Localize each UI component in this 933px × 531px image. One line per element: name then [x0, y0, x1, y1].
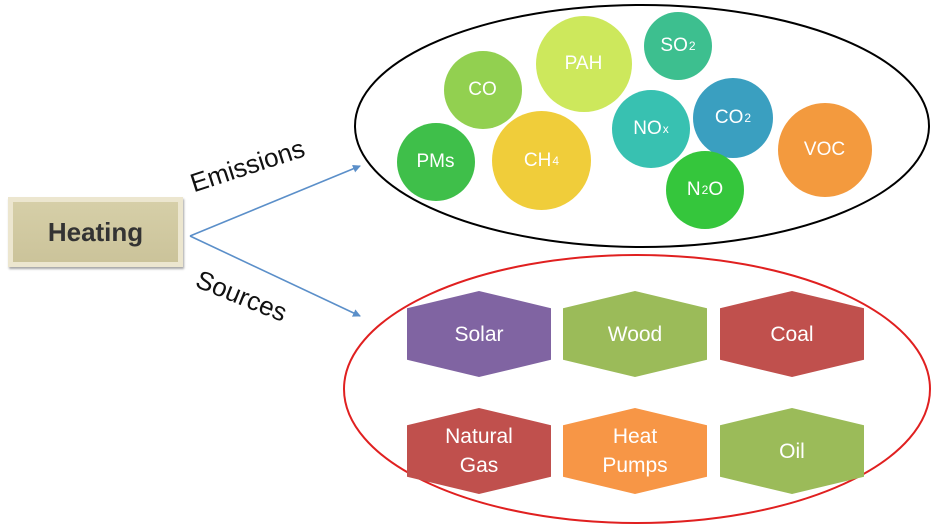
emission-subscript: 2: [744, 111, 752, 125]
source-hex-heat-pumps: Heat Pumps: [563, 408, 707, 494]
emission-circle-co: CO: [444, 51, 522, 129]
source-hex-wood: Wood: [563, 291, 707, 377]
emission-label: CO: [468, 79, 497, 100]
source-hex-solar: Solar: [407, 291, 551, 377]
emission-subscript: 4: [552, 153, 560, 168]
emission-subscript: x: [662, 122, 669, 136]
source-hex-coal: Coal: [720, 291, 864, 377]
emission-label: NO: [633, 118, 662, 139]
source-label: Coal: [770, 322, 814, 346]
emission-label: PMs: [416, 151, 455, 172]
source-label: Natural Gas: [445, 425, 513, 477]
emission-label-tail: O: [708, 179, 724, 200]
emissions-arrow: [189, 164, 361, 237]
sources-arrow: [189, 235, 361, 317]
emission-circle-pah: PAH: [536, 16, 632, 112]
emission-label: CH: [523, 149, 552, 171]
source-label: Wood: [607, 322, 663, 346]
emission-circle-pms: PMs: [397, 123, 475, 201]
emission-label: VOC: [803, 139, 846, 160]
emission-subscript: 2: [688, 39, 696, 53]
heating-label: Heating: [47, 216, 144, 247]
emission-label: CO: [714, 107, 744, 128]
heating-node: Heating: [8, 197, 183, 267]
emission-subscript: 2: [701, 183, 709, 197]
emission-label: PAH: [564, 53, 603, 74]
emission-circle-voc: VOC: [778, 103, 872, 197]
emission-label: SO: [660, 35, 688, 56]
source-hex-natural-gas: Natural Gas: [407, 408, 551, 494]
source-hex-oil: Oil: [720, 408, 864, 494]
source-label: Oil: [779, 439, 805, 463]
source-label: Solar: [454, 322, 504, 346]
source-label: Heat Pumps: [602, 425, 668, 477]
emission-label: N: [686, 179, 701, 200]
